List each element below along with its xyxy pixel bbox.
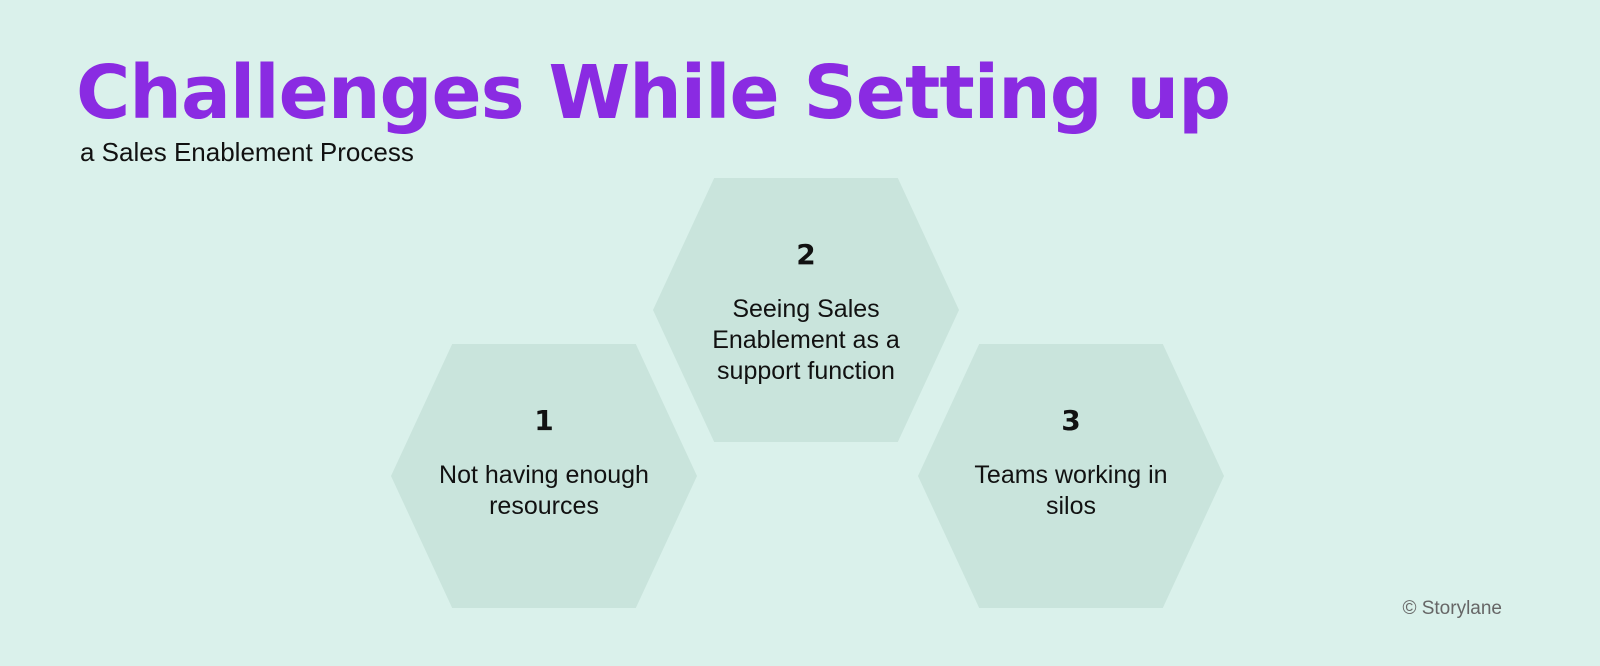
challenge-number: 3 — [1061, 404, 1081, 437]
challenge-hexagon-2: 2 Seeing Sales Enablement as a support f… — [653, 178, 959, 442]
challenge-hexagon-3: 3 Teams working in silos — [918, 344, 1224, 608]
challenge-number: 2 — [796, 238, 816, 271]
page-subtitle: a Sales Enablement Process — [80, 137, 414, 167]
challenge-text: Teams working in silos — [974, 461, 1168, 520]
challenge-text: Not having enough resources — [439, 461, 649, 520]
challenge-hexagon-1: 1 Not having enough resources — [391, 344, 697, 608]
copyright-notice: © Storylane — [1402, 598, 1502, 619]
challenge-text: Seeing Sales Enablement as a support fun… — [712, 295, 900, 385]
page-title: Challenges While Setting up — [76, 50, 1231, 136]
challenge-number: 1 — [534, 404, 554, 437]
